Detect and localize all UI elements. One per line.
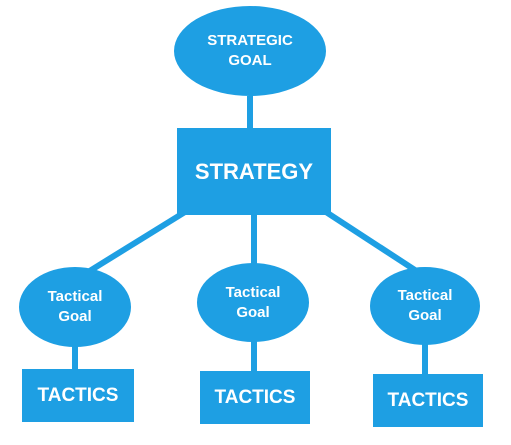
tactical-goal-label-1: Tactical Goal bbox=[47, 288, 103, 325]
strategic-goal-node: STRATEGIC GOAL bbox=[174, 6, 326, 96]
tactical-goal-node-2: Tactical Goal bbox=[197, 263, 309, 342]
tactical-goal-label-3: Tactical Goal bbox=[397, 287, 453, 324]
tactics-label-1: TACTICS bbox=[37, 384, 119, 406]
tactics-label-3: TACTICS bbox=[387, 389, 469, 411]
strategic-goal-label: STRATEGIC GOAL bbox=[207, 32, 293, 69]
tactical-goal-node-3: Tactical Goal bbox=[370, 267, 480, 345]
tactics-node-3: TACTICS bbox=[373, 374, 483, 427]
strategy-node: STRATEGY bbox=[177, 128, 331, 215]
tactics-node-1: TACTICS bbox=[22, 369, 134, 422]
tactical-goal-label-2: Tactical Goal bbox=[225, 283, 281, 321]
connector-strategy-tactical-goal-3 bbox=[324, 209, 420, 275]
strategy-label: STRATEGY bbox=[194, 158, 314, 184]
tactics-node-2: TACTICS bbox=[200, 371, 310, 424]
tactical-goal-node-1: Tactical Goal bbox=[19, 267, 131, 347]
connector-strategy-tactical-goal-1 bbox=[86, 209, 187, 275]
tactics-label-2: TACTICS bbox=[214, 386, 296, 408]
